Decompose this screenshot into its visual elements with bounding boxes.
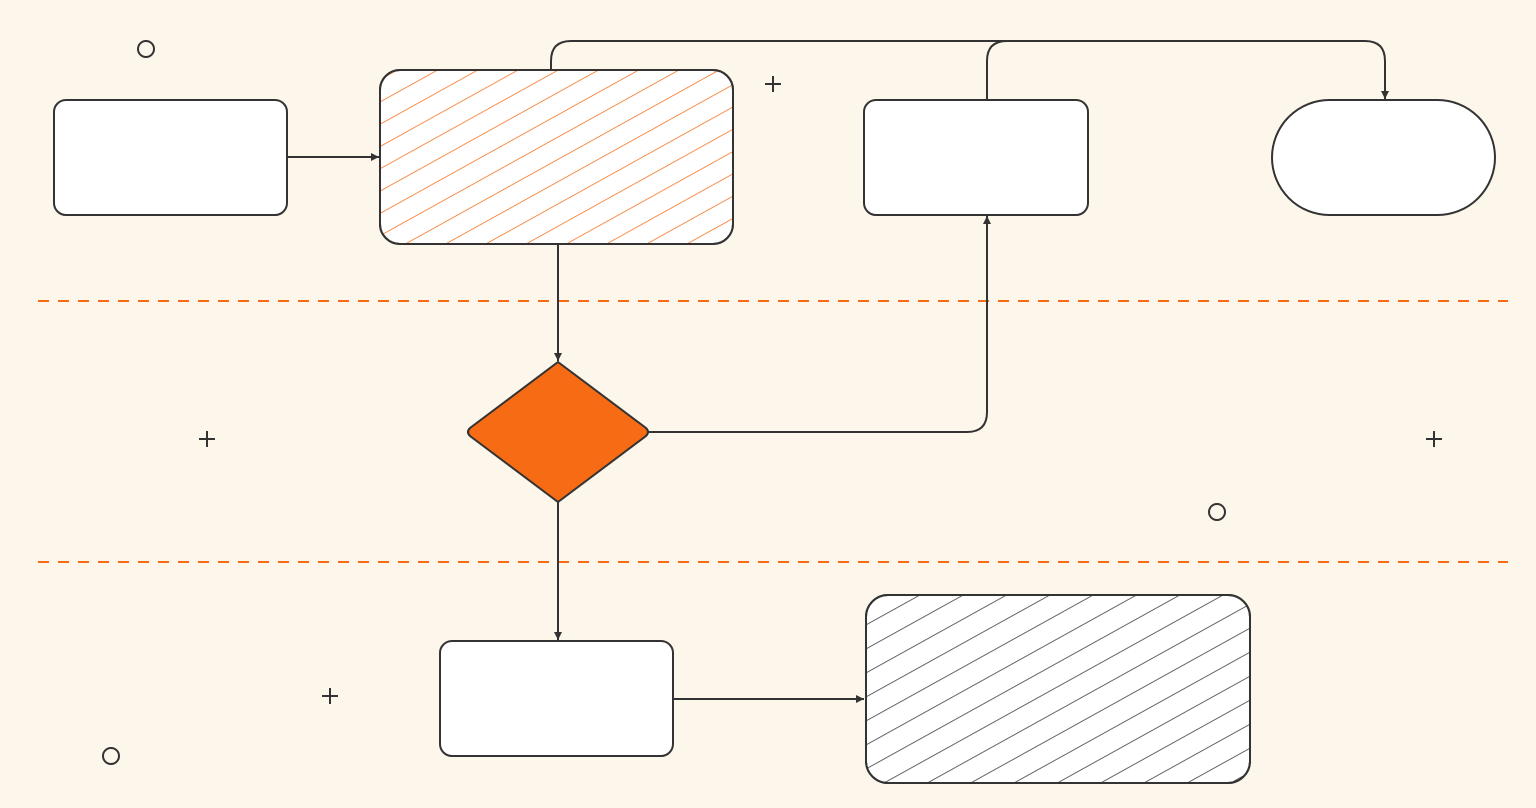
- start-box[interactable]: [53, 99, 288, 216]
- terminal-pill[interactable]: [1271, 99, 1496, 216]
- hatched-dark-box[interactable]: [865, 594, 1251, 784]
- hatched-orange-box[interactable]: [379, 69, 734, 245]
- connector-diamond-to-upper-box: [648, 216, 991, 433]
- decorative-plus-icon: [765, 76, 781, 92]
- decorative-plus-icon: [1426, 431, 1442, 447]
- decorative-plus-icon: [199, 431, 215, 447]
- decorative-plus-icon: [322, 688, 338, 704]
- lower-box[interactable]: [439, 640, 674, 757]
- connector-orange-box-to-pill: [550, 40, 1389, 99]
- upper-right-box[interactable]: [863, 99, 1089, 216]
- decorative-circle-icon: [137, 40, 155, 58]
- connector-upper-box-to-pill: [986, 40, 1008, 100]
- decorative-circle-icon: [102, 747, 120, 765]
- decorative-circle-icon: [1208, 503, 1226, 521]
- decision-diamond[interactable]: [467, 360, 649, 504]
